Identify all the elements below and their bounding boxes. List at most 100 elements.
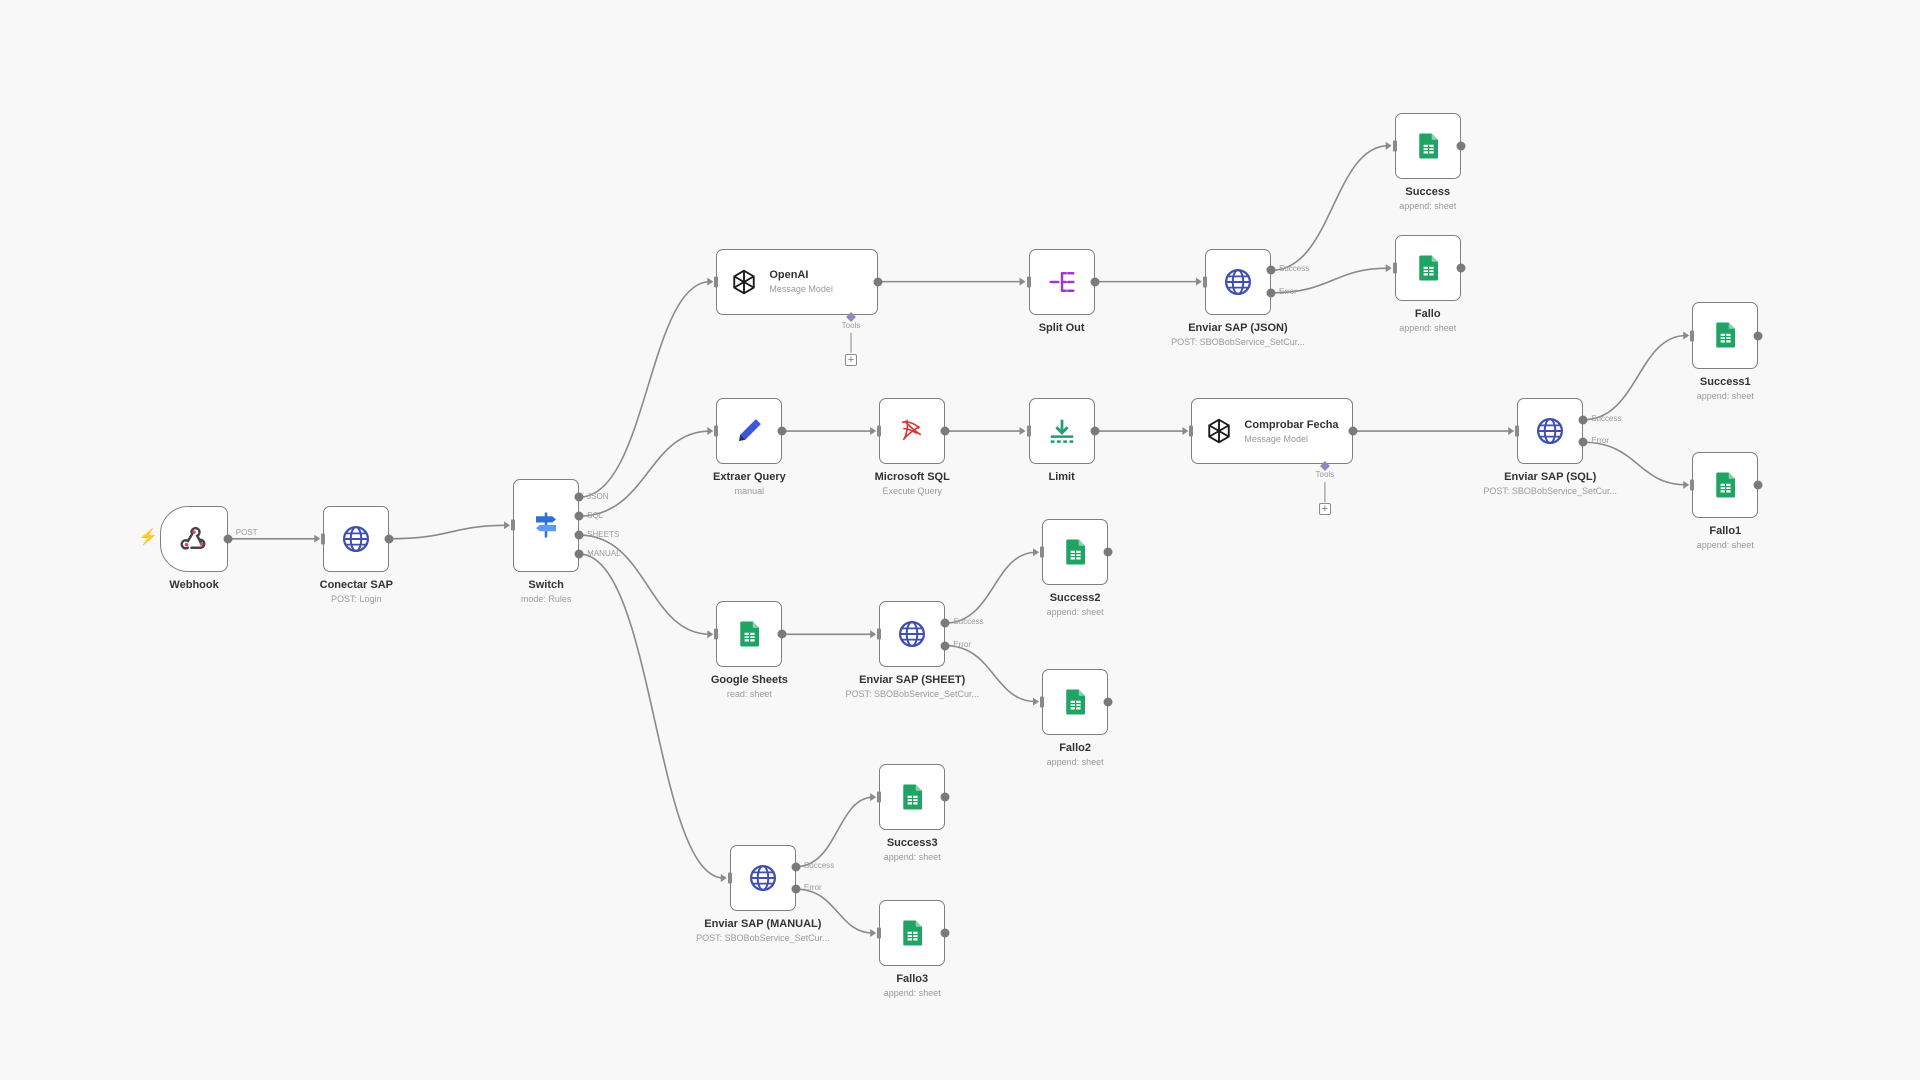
connection-line[interactable] — [579, 553, 724, 879]
connection-line[interactable] — [579, 430, 711, 517]
input-handle[interactable] — [1040, 546, 1045, 558]
input-handle[interactable] — [1202, 276, 1207, 288]
connection-line[interactable] — [1271, 267, 1389, 294]
output-port[interactable] — [1753, 331, 1763, 340]
connection-line[interactable] — [945, 644, 1037, 703]
output-port[interactable] — [1266, 288, 1276, 298]
output-port[interactable] — [1266, 265, 1276, 275]
node-fallo3[interactable] — [879, 900, 946, 967]
node-webhook[interactable] — [160, 505, 228, 572]
google-sheets-icon — [1710, 320, 1740, 350]
output-port[interactable] — [384, 534, 394, 544]
output-port[interactable] — [574, 530, 584, 540]
output-port[interactable] — [940, 426, 950, 436]
output-port[interactable] — [1456, 263, 1466, 273]
input-handle[interactable] — [714, 628, 719, 640]
node-enviar-json[interactable] — [1204, 248, 1271, 315]
node-switch[interactable] — [513, 478, 580, 572]
node-limit[interactable] — [1028, 397, 1095, 465]
node-enviar-manual[interactable] — [729, 844, 796, 911]
output-port[interactable] — [223, 534, 233, 544]
mssql-icon — [897, 416, 927, 446]
output-port[interactable] — [940, 641, 950, 651]
output-port[interactable] — [940, 928, 950, 938]
input-handle[interactable] — [1392, 262, 1397, 274]
output-port[interactable] — [574, 492, 584, 502]
node-enviar-sql[interactable] — [1517, 397, 1584, 465]
output-port[interactable] — [777, 629, 787, 639]
input-handle[interactable] — [714, 425, 719, 437]
input-handle[interactable] — [877, 628, 882, 640]
connection-arrow — [707, 630, 714, 639]
input-handle[interactable] — [877, 927, 882, 939]
connection-line[interactable] — [1583, 334, 1687, 421]
input-handle[interactable] — [1026, 425, 1031, 437]
input-handle[interactable] — [1392, 140, 1397, 152]
input-handle[interactable] — [877, 791, 882, 803]
output-port[interactable] — [1348, 426, 1358, 436]
node-google-sheets[interactable] — [716, 601, 783, 668]
output-port[interactable] — [940, 792, 950, 802]
output-port[interactable] — [1090, 277, 1100, 287]
port-label-success: Success — [1279, 264, 1310, 274]
globe-icon — [897, 619, 927, 649]
output-port[interactable] — [791, 884, 801, 894]
input-handle[interactable] — [321, 533, 326, 545]
connection-line[interactable] — [579, 534, 711, 636]
node-split-out[interactable] — [1028, 248, 1095, 315]
node-conectar-sap[interactable] — [323, 505, 390, 572]
input-handle[interactable] — [877, 425, 882, 437]
input-handle[interactable] — [511, 519, 516, 531]
connection-line[interactable] — [1271, 144, 1389, 272]
input-handle[interactable] — [1690, 330, 1695, 341]
node-fallo[interactable] — [1394, 235, 1461, 302]
input-handle[interactable] — [1690, 479, 1695, 491]
output-port[interactable] — [574, 511, 584, 521]
node-success[interactable] — [1394, 112, 1461, 179]
input-handle[interactable] — [1026, 276, 1031, 288]
input-handle[interactable] — [1515, 425, 1520, 437]
node-fallo2[interactable] — [1042, 668, 1109, 735]
input-handle[interactable] — [714, 276, 719, 288]
add-tool-button[interactable]: + — [845, 353, 858, 366]
connection-line[interactable] — [945, 551, 1037, 624]
node-title: Conectar SAP — [319, 578, 393, 591]
connection-line[interactable] — [795, 796, 874, 868]
node-success2[interactable] — [1042, 519, 1109, 586]
connection-line[interactable] — [795, 888, 874, 934]
output-port[interactable] — [791, 862, 801, 872]
node-subtitle: POST: SBOBobService_SetCur... — [1483, 486, 1617, 497]
output-port[interactable] — [1090, 426, 1100, 436]
input-handle[interactable] — [1040, 696, 1045, 708]
globe-icon — [1223, 267, 1253, 297]
output-port[interactable] — [873, 277, 883, 287]
connection-arrow — [1033, 548, 1040, 557]
node-success1[interactable] — [1692, 302, 1759, 369]
connection-line[interactable] — [1583, 441, 1687, 486]
connection-line[interactable] — [579, 280, 711, 498]
output-port[interactable] — [1456, 141, 1466, 151]
output-port[interactable] — [1103, 547, 1113, 557]
node-mssql[interactable] — [879, 397, 946, 465]
node-fallo1[interactable] — [1692, 451, 1759, 518]
output-port[interactable] — [1753, 480, 1763, 490]
output-port[interactable] — [1578, 437, 1588, 447]
connection-arrow — [870, 630, 877, 639]
output-port[interactable] — [777, 426, 787, 436]
output-port[interactable] — [1103, 697, 1113, 707]
output-port[interactable] — [1578, 415, 1588, 425]
connection-line[interactable] — [389, 524, 508, 540]
add-tool-button[interactable]: + — [1318, 503, 1331, 516]
output-port[interactable] — [574, 549, 584, 559]
node-success3[interactable] — [879, 764, 946, 831]
google-sheets-icon — [1060, 687, 1090, 717]
input-handle[interactable] — [727, 872, 732, 884]
node-enviar-sheet[interactable] — [879, 601, 946, 668]
node-extraer-query[interactable] — [716, 397, 783, 465]
split-out-icon — [1047, 267, 1077, 297]
input-handle[interactable] — [1189, 425, 1194, 437]
output-port[interactable] — [940, 618, 950, 628]
